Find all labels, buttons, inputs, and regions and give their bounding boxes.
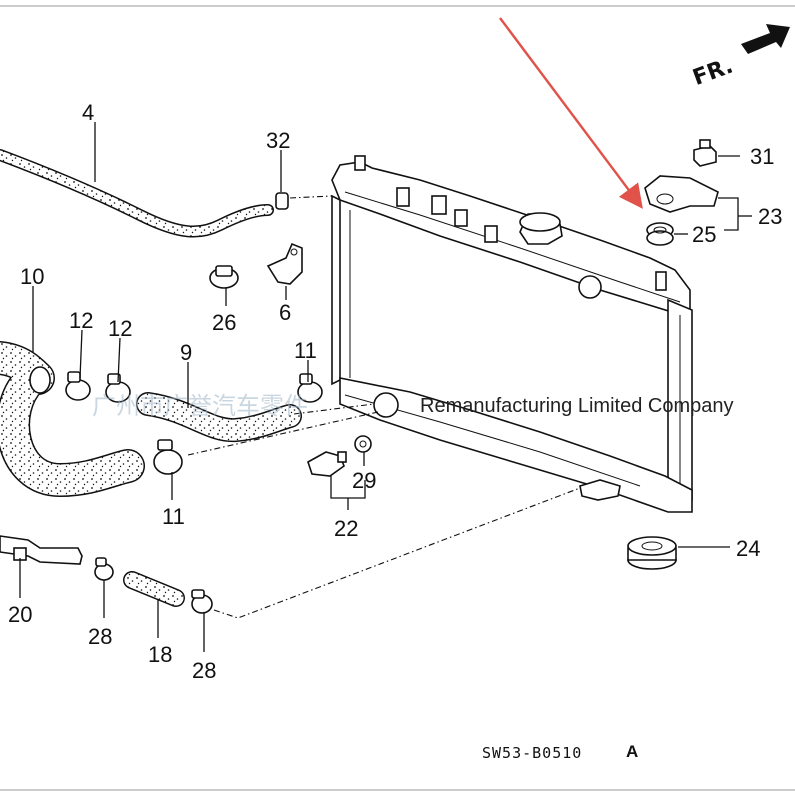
grommet-25: [646, 222, 674, 246]
callout-29: 29: [352, 468, 376, 493]
callout-28a: 28: [88, 624, 112, 649]
callout-24: 24: [736, 536, 760, 561]
callout-9: 9: [180, 340, 192, 365]
clip-11a: [297, 373, 323, 403]
callout-31: 31: [750, 144, 774, 169]
callout-10: 10: [20, 264, 44, 289]
callout-32: 32: [266, 128, 290, 153]
sensor-22: [307, 451, 347, 477]
callout-20: 20: [8, 602, 32, 627]
callout-22: 22: [334, 516, 358, 541]
washer-29: [354, 435, 372, 453]
clip-11b: [153, 439, 183, 475]
clip-28a: [94, 557, 114, 581]
bracket-23: [644, 175, 719, 213]
clip-32: [275, 192, 289, 210]
callout-6: 6: [279, 300, 291, 325]
mount-24: [627, 536, 677, 570]
clip-12b: [105, 373, 131, 403]
front-direction-indicator: FR.: [690, 24, 790, 91]
bracket-6: [266, 242, 303, 285]
front-label: FR.: [690, 54, 737, 91]
callout-12a: 12: [69, 308, 93, 333]
callout-12b: 12: [108, 316, 132, 341]
diagram-code-suffix: A: [626, 742, 638, 761]
watermark-text: Remanufacturing Limited Company: [420, 395, 734, 417]
callout-18: 18: [148, 642, 172, 667]
callout-28b: 28: [192, 658, 216, 683]
bolt-31: [693, 139, 717, 167]
callout-4: 4: [82, 100, 94, 125]
hose-18: [124, 572, 184, 606]
watermark-faint: 广州市广誉汽车零件: [92, 392, 308, 420]
hose-9: [137, 393, 301, 441]
diagram-code: SW53-B0510: [482, 744, 582, 762]
front-arrow-icon: [741, 24, 790, 54]
callout-11b: 11: [162, 504, 185, 529]
callout-26: 26: [212, 310, 236, 335]
pipe-20: [0, 535, 83, 565]
annotation-arrow: [499, 17, 643, 209]
callout-25: 25: [692, 222, 716, 247]
callout-23: 23: [758, 204, 782, 229]
clip-12a: [65, 371, 91, 401]
callout-11a: 11: [294, 338, 317, 363]
radiator: [331, 155, 693, 513]
clip-28b: [191, 589, 213, 614]
grommet-26: [209, 265, 239, 289]
